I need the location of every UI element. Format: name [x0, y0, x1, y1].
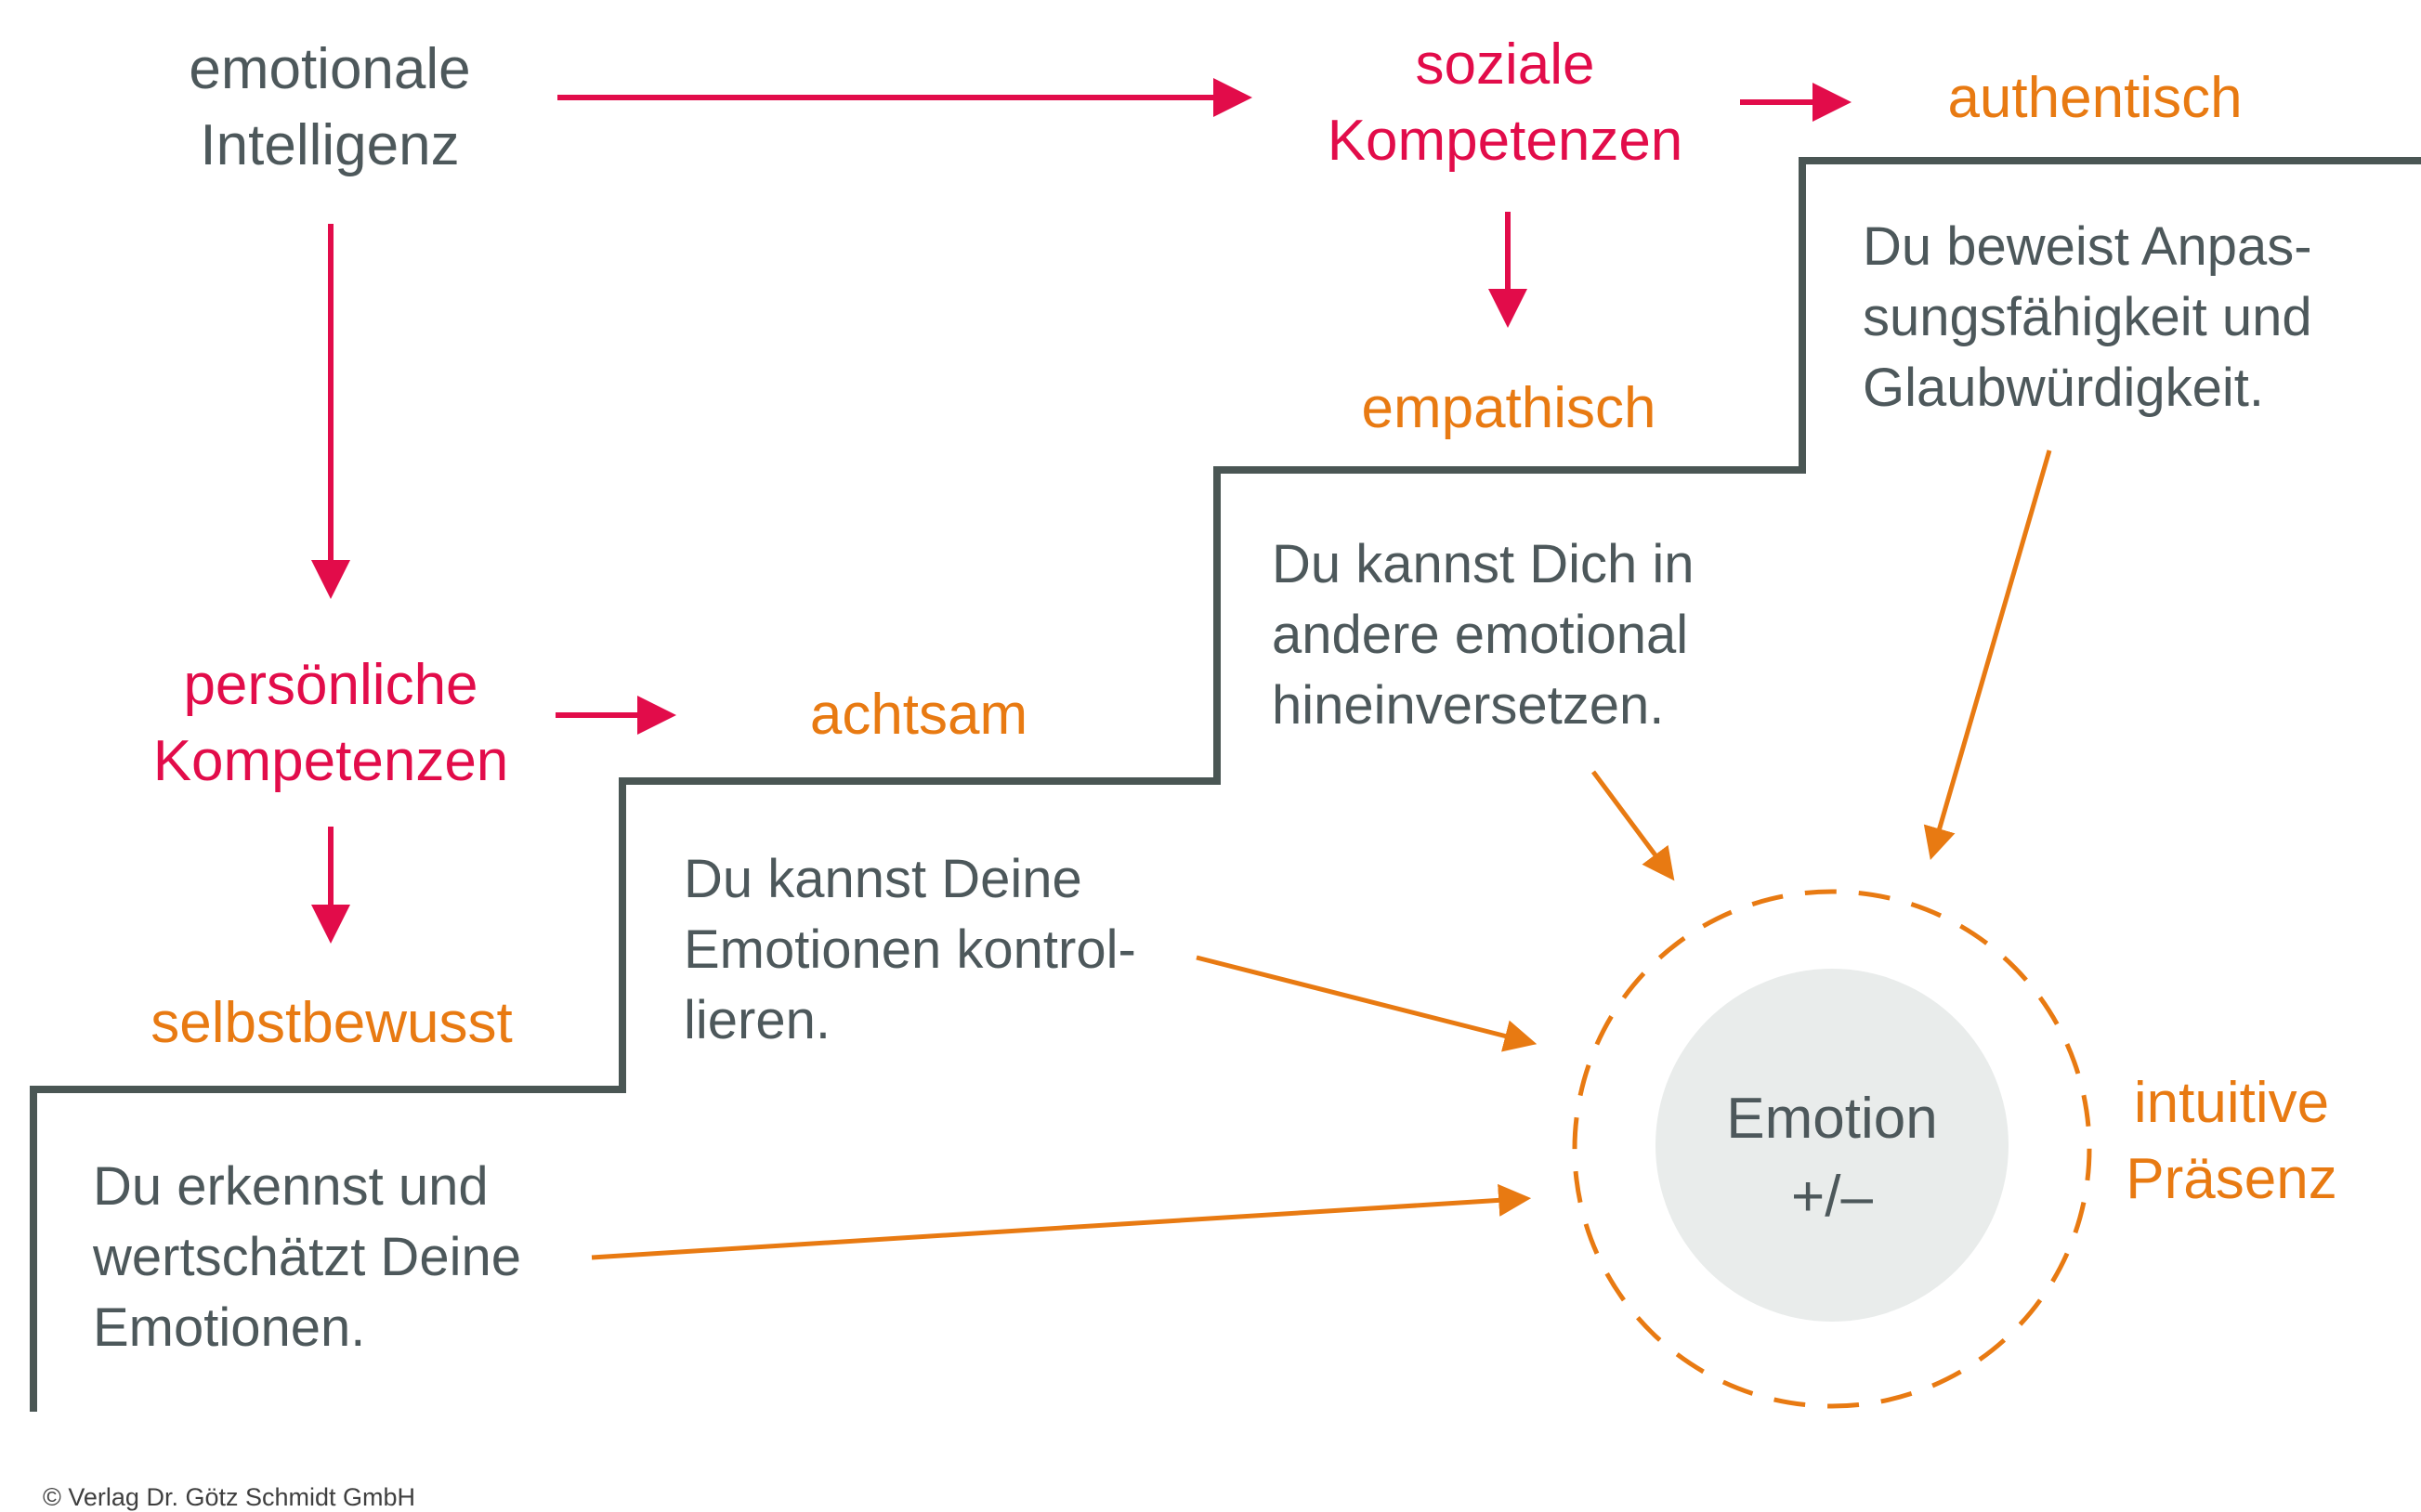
arrow-empathisch-note-to-circle	[1590, 770, 1675, 881]
staircase-line	[30, 157, 2421, 1412]
node-label-line: Präsenz	[2126, 1147, 2337, 1211]
note-line: sungsfähigkeit und	[1863, 287, 2312, 347]
node-label-line: authentisch	[1947, 66, 2243, 130]
copyright-text: © Verlag Dr. Götz Schmidt GmbH	[43, 1483, 416, 1511]
node-label-line: Emotion	[1726, 1087, 1938, 1151]
node-soziale-kompetenzen: soziale Kompetenzen	[1328, 27, 1683, 179]
node-label-line: Kompetenzen	[1327, 109, 1683, 173]
note-line: Du kannst Dich in	[1272, 534, 1695, 594]
node-achtsam: achtsam	[810, 677, 1027, 753]
note-line: Emotionen.	[93, 1297, 366, 1358]
note-line: hineinversetzen.	[1272, 675, 1665, 736]
note-selbstbewusst: Du erkennst und wertschätzt Deine Emotio…	[93, 1152, 521, 1363]
node-label-line: Intelligenz	[200, 113, 460, 177]
note-line: andere emotional	[1272, 605, 1689, 665]
note-line: Du kannst Deine	[684, 849, 1082, 909]
node-emotion-plus-minus: Emotion +/–	[1726, 1080, 1937, 1236]
node-selbstbewusst: selbstbewusst	[150, 985, 512, 1062]
note-line: lieren.	[684, 990, 831, 1050]
note-empathisch: Du kannst Dich in andere emotional hinei…	[1272, 529, 1695, 741]
node-label-line: empathisch	[1361, 376, 1656, 440]
node-empathisch: empathisch	[1361, 371, 1655, 447]
intuitive-praesenz-dashed-circle	[1572, 889, 2092, 1409]
node-authentisch: authentisch	[1947, 60, 2242, 137]
note-line: wertschätzt Deine	[93, 1227, 521, 1287]
emotion-circle	[1655, 969, 2009, 1322]
node-label-line: selbstbewusst	[150, 991, 513, 1055]
node-label-line: persönliche	[183, 653, 478, 717]
node-label-line: intuitive	[2133, 1071, 2330, 1135]
node-label-line: emotionale	[189, 37, 471, 101]
note-line: Emotionen kontrol-	[684, 919, 1136, 980]
note-line: Glaubwürdigkeit.	[1863, 358, 2264, 418]
note-authentisch: Du beweist Anpas- sungsfähigkeit und Gla…	[1863, 212, 2312, 424]
note-achtsam: Du kannst Deine Emotionen kontrol- liere…	[684, 844, 1136, 1056]
arrow-achtsam-note-to-circle	[1196, 955, 1538, 1052]
node-label-line: +/–	[1791, 1165, 1873, 1229]
note-line: Du erkennst und	[93, 1156, 489, 1217]
arrow-authentisch-note-to-circle	[1923, 450, 2052, 861]
node-emotionale-intelligenz: emotionale Intelligenz	[189, 32, 470, 184]
arrow-selbstbewusst-note-to-circle	[591, 1183, 1532, 1260]
node-label-line: Kompetenzen	[152, 729, 509, 793]
node-intuitive-praesenz: intuitive Präsenz	[2126, 1065, 2336, 1218]
node-persoenliche-kompetenzen: persönliche Kompetenzen	[153, 647, 509, 800]
note-line: Du beweist Anpas-	[1863, 216, 2312, 277]
node-label-line: soziale	[1415, 33, 1595, 97]
node-label-line: achtsam	[809, 683, 1028, 747]
